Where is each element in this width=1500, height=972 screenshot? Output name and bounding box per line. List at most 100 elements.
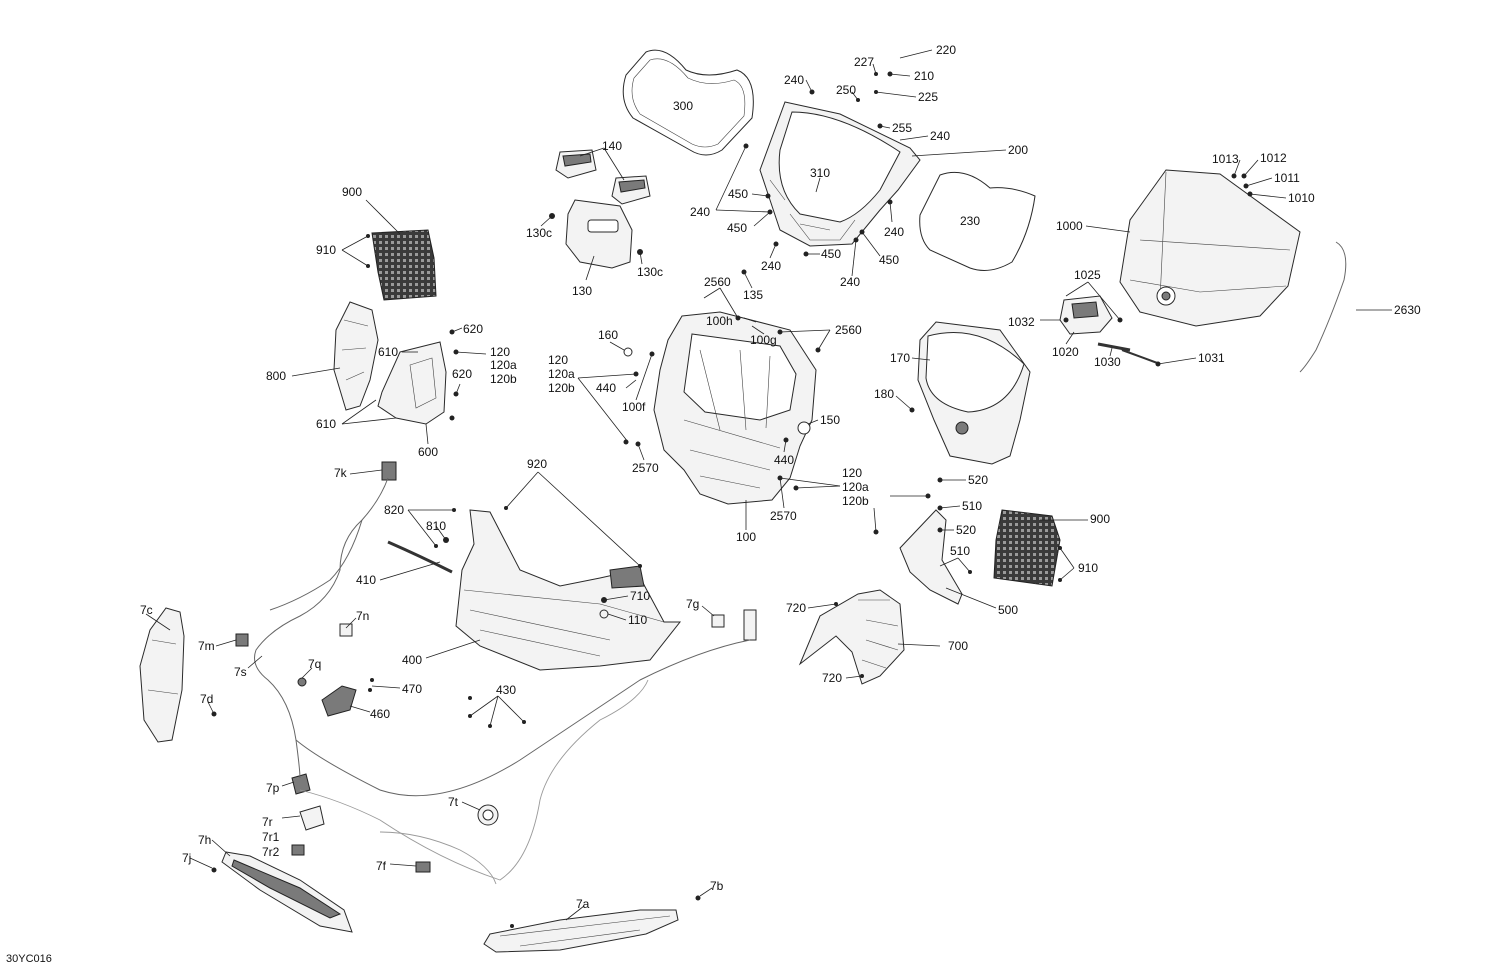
callout-label: 440 — [774, 453, 794, 467]
callout-label: 800 — [266, 369, 286, 383]
callout-label: 2570 — [632, 461, 659, 475]
callout-label: 450 — [821, 247, 841, 261]
drawing-code: 30YC016 — [6, 953, 52, 965]
harness-branch-c — [299, 679, 649, 881]
light-140-right-lens — [618, 179, 646, 193]
seal-300-inner — [631, 58, 746, 148]
callout-label: 810 — [426, 519, 446, 533]
callout-label: 400 — [402, 653, 422, 667]
callout-label: 7h — [198, 833, 211, 847]
callout-label: 2560 — [835, 323, 862, 337]
callout-label: 120a — [842, 480, 869, 494]
callout-label: 7r — [262, 815, 273, 829]
callout-label: 140 — [602, 139, 622, 153]
callout-label: 610 — [316, 417, 336, 431]
callout-label: 1011 — [1274, 171, 1300, 185]
seal-230 — [919, 171, 1036, 271]
frame-100-detail — [683, 349, 781, 489]
callout-label: 2570 — [770, 509, 797, 523]
fascia-400-detail — [463, 589, 665, 657]
callout-label: 160 — [598, 328, 618, 342]
callout-label: 300 — [673, 99, 693, 113]
callout-label: 210 — [914, 69, 934, 83]
hood-1000-detail — [1129, 171, 1291, 301]
callout-label: 120a — [548, 367, 575, 381]
bracket-130 — [565, 199, 633, 269]
callout-label: 135 — [743, 288, 763, 302]
callout-label: 7b — [710, 879, 724, 893]
hood-1000 — [1119, 169, 1301, 327]
strip-410 — [387, 540, 453, 574]
frame-200-opening — [778, 111, 901, 223]
connector-7r — [299, 805, 325, 831]
callout-label: 2630 — [1394, 303, 1421, 317]
callout-label: 100 — [736, 530, 756, 544]
callout-label: 1032 — [1008, 315, 1035, 329]
callout-label: 620 — [452, 367, 472, 381]
callout-label: 7r2 — [262, 845, 280, 859]
callout-label: 120 — [548, 353, 568, 367]
connector-7f — [415, 861, 431, 873]
callout-label: 120 — [490, 345, 510, 359]
callout-label: 7p — [266, 781, 280, 795]
callout-label: 240 — [761, 259, 781, 273]
callout-label: 1013 — [1212, 152, 1239, 166]
callout-label: 100f — [622, 400, 646, 414]
callout-label: 410 — [356, 573, 376, 587]
callout-label: 7g — [686, 597, 699, 611]
callout-label: 240 — [884, 225, 904, 239]
callout-label: 7n — [356, 609, 369, 623]
grille-7h-holes — [231, 859, 342, 919]
callout-label: 227 — [854, 55, 874, 69]
callout-label: 7q — [308, 657, 321, 671]
mesh-900-left — [371, 229, 437, 301]
callout-label: 450 — [728, 187, 748, 201]
frame-200-detail — [769, 179, 856, 241]
callout-label: 255 — [892, 121, 912, 135]
cable-2630 — [1299, 241, 1347, 373]
callout-label: 1031 — [1198, 351, 1225, 365]
fender-700 — [798, 589, 905, 685]
callout-label: 7r1 — [262, 830, 280, 844]
callout-label: 100h — [706, 314, 733, 328]
callout-label: 500 — [998, 603, 1018, 617]
rod-1030 — [1097, 342, 1131, 352]
mesh-900-right — [993, 509, 1061, 587]
callout-label: 180 — [874, 387, 894, 401]
sensor-460 — [321, 685, 357, 717]
callout-label: 2560 — [704, 275, 731, 289]
frame-100-openings — [683, 333, 797, 421]
callout-label: 7t — [448, 795, 459, 809]
callout-label: 1030 — [1094, 355, 1121, 369]
callout-label: 440 — [596, 381, 616, 395]
callout-label: 450 — [879, 253, 899, 267]
callout-labels: 220 227 210 240 250 225 255 240 200 300 … — [140, 43, 1421, 911]
callout-label: 1020 — [1052, 345, 1079, 359]
callout-label: 120a — [490, 358, 517, 372]
leader-lines — [145, 49, 1392, 921]
callout-label: 7s — [234, 665, 247, 679]
callout-label: 1025 — [1074, 268, 1101, 282]
callout-label: 1000 — [1056, 219, 1083, 233]
bracket-130-slot — [587, 219, 619, 233]
callout-label: 610 — [378, 345, 398, 359]
callout-label: 720 — [786, 601, 806, 615]
harness-branch-d — [379, 831, 497, 885]
callout-label: 7a — [576, 897, 590, 911]
fascia-400 — [455, 509, 682, 671]
callout-label: 120b — [548, 381, 575, 395]
callout-label: 900 — [1090, 512, 1110, 526]
callout-label: 240 — [840, 275, 860, 289]
connector-7p — [291, 773, 311, 795]
callout-label: 450 — [727, 221, 747, 235]
callout-label: 600 — [418, 445, 438, 459]
connector-7n — [339, 623, 353, 637]
callout-label: 130c — [526, 226, 552, 240]
callout-label: 220 — [936, 43, 956, 57]
callout-label: 7m — [198, 639, 215, 653]
reflector-7c-detail — [147, 639, 179, 695]
callout-label: 520 — [968, 473, 988, 487]
callout-label: 240 — [930, 129, 950, 143]
